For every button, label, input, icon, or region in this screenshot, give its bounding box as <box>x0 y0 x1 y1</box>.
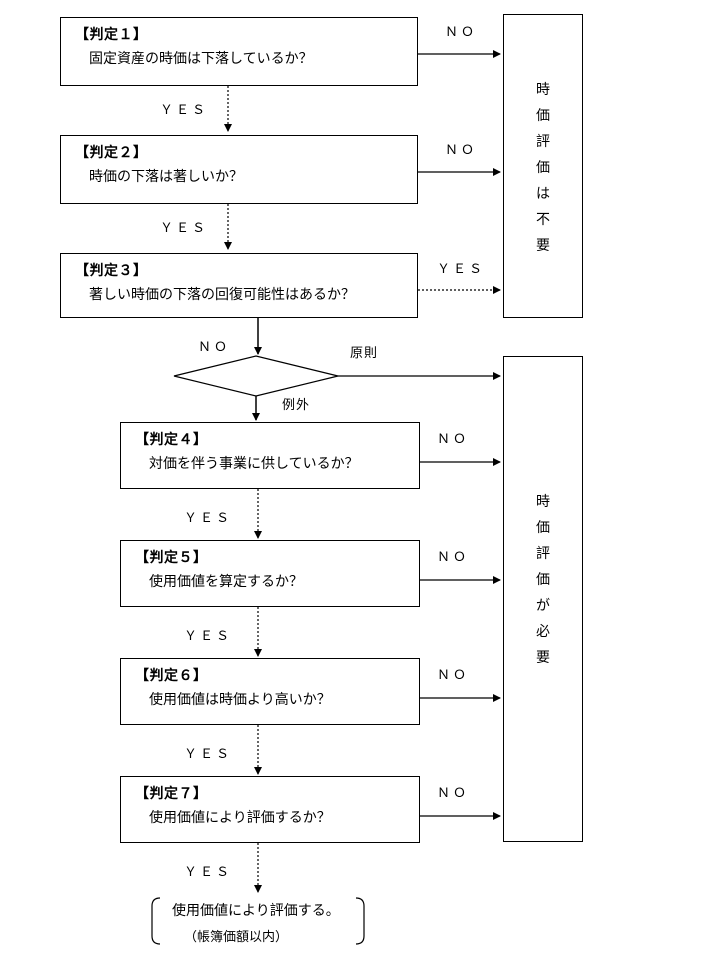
judgment-4-box: 【判定４】 対価を伴う事業に供しているか？ <box>120 422 420 489</box>
label-j1-no: ＮＯ <box>445 25 478 40</box>
label-j4-no: ＮＯ <box>437 432 470 447</box>
label-j2-no: ＮＯ <box>445 143 478 158</box>
judgment-3-box: 【判定３】 著しい時価の下落の回復可能性はあるか？ <box>60 253 418 318</box>
outcome-required-text: 時 価 評 価 が 必 要 <box>536 494 550 666</box>
judgment-5-box: 【判定５】 使用価値を算定するか？ <box>120 540 420 607</box>
result-bracket-right <box>355 897 365 945</box>
judgment-2-box: 【判定２】 時価の下落は著しいか？ <box>60 135 418 204</box>
label-j7-yes: ＹＥＳ <box>184 865 233 880</box>
outcome-required-box: 時 価 評 価 が 必 要 <box>503 356 583 842</box>
judgment-7-question: 使用価値により評価するか？ <box>149 810 331 826</box>
result-block: 使用価値により評価する。 （帳簿価額以内） <box>152 896 364 946</box>
judgment-1-question: 固定資産の時価は下落しているか？ <box>89 51 313 67</box>
label-principle: 原則 <box>350 346 379 361</box>
result-line-1: 使用価値により評価する。 <box>172 903 340 919</box>
judgment-4-title: 【判定４】 <box>135 432 208 448</box>
label-j5-no: ＮＯ <box>437 550 470 565</box>
label-j6-yes: ＹＥＳ <box>184 747 233 762</box>
label-j5-yes: ＹＥＳ <box>184 629 233 644</box>
outcome-not-required-text: 時 価 評 価 は 不 要 <box>536 82 550 254</box>
judgment-3-question: 著しい時価の下落の回復可能性はあるか？ <box>89 287 355 303</box>
label-j4-yes: ＹＥＳ <box>184 511 233 526</box>
result-bracket-left <box>151 897 161 945</box>
label-j6-no: ＮＯ <box>437 668 470 683</box>
label-j2-yes: ＹＥＳ <box>160 221 209 236</box>
judgment-1-title: 【判定１】 <box>75 27 148 43</box>
judgment-2-title: 【判定２】 <box>75 145 148 161</box>
label-j1-yes: ＹＥＳ <box>160 103 209 118</box>
result-line-2: （帳簿価額以内） <box>184 930 289 945</box>
judgment-1-box: 【判定１】 固定資産の時価は下落しているか？ <box>60 17 418 86</box>
judgment-5-question: 使用価値を算定するか？ <box>149 574 303 590</box>
decision-diamond <box>173 355 339 397</box>
label-j7-no: ＮＯ <box>437 786 470 801</box>
judgment-7-box: 【判定７】 使用価値により評価するか？ <box>120 776 420 843</box>
judgment-5-title: 【判定５】 <box>135 550 208 566</box>
judgment-2-question: 時価の下落は著しいか？ <box>89 169 243 185</box>
outcome-not-required-box: 時 価 評 価 は 不 要 <box>503 14 583 318</box>
judgment-4-question: 対価を伴う事業に供しているか？ <box>149 456 359 472</box>
judgment-7-title: 【判定７】 <box>135 786 208 802</box>
label-exception: 例外 <box>282 398 311 413</box>
label-j3-no: ＮＯ <box>198 340 231 355</box>
label-j3-yes: ＹＥＳ <box>437 262 486 277</box>
judgment-3-title: 【判定３】 <box>75 263 148 279</box>
judgment-6-title: 【判定６】 <box>135 668 208 684</box>
judgment-6-question: 使用価値は時価より高いか？ <box>149 692 331 708</box>
judgment-6-box: 【判定６】 使用価値は時価より高いか？ <box>120 658 420 725</box>
